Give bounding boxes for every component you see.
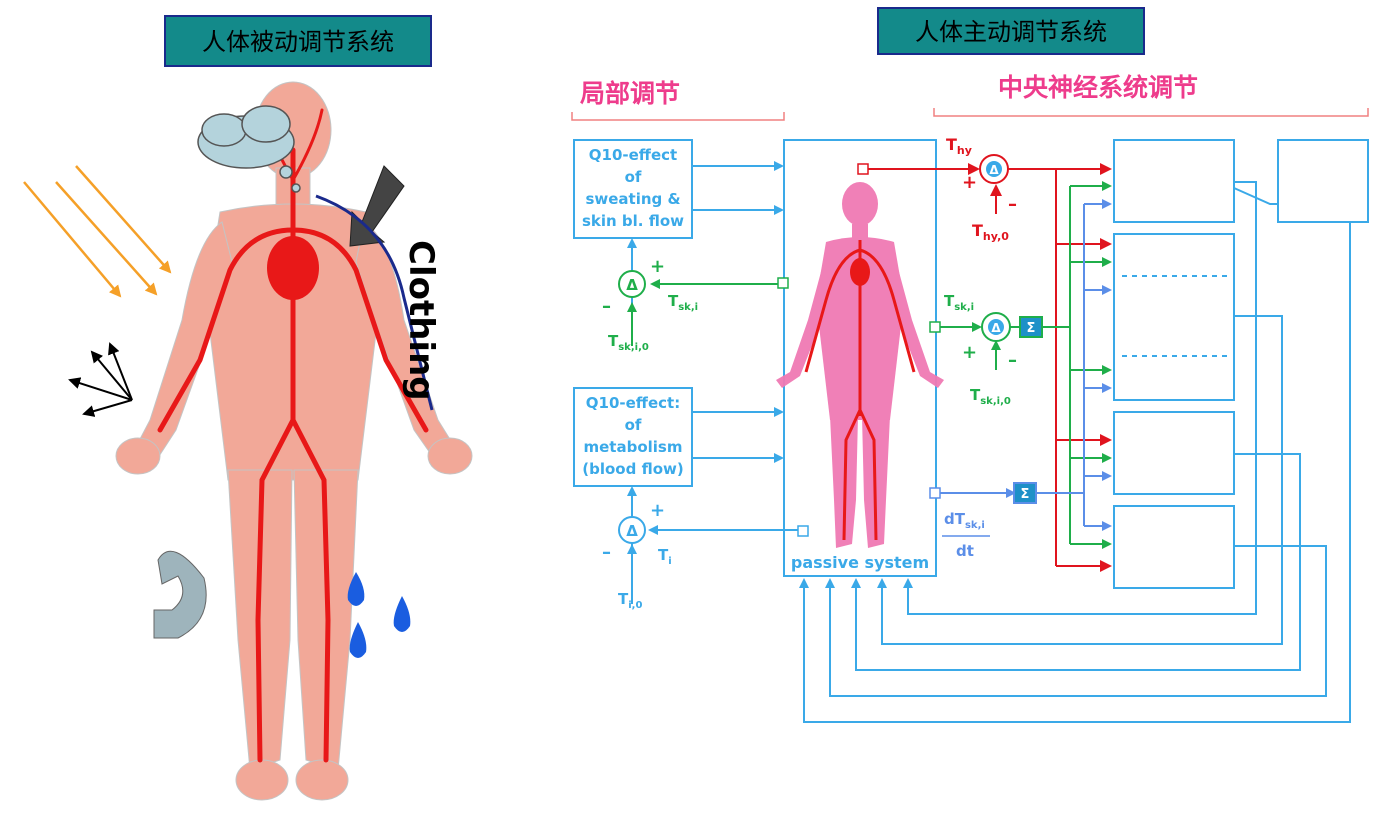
emission-arrows xyxy=(68,342,133,417)
svg-text:–: – xyxy=(602,542,611,563)
svg-text:Q10-effect: Q10-effect xyxy=(589,146,677,164)
heart-icon xyxy=(267,236,319,300)
svg-text:Δ: Δ xyxy=(626,276,638,294)
right-panel: 人体主动调节系统 局部调节 中央神经系统调节 Q10-effect of swe… xyxy=(571,7,1369,723)
cns-dotted-dividers xyxy=(1122,275,1228,357)
port-dtsk xyxy=(929,487,941,499)
svg-text:Δ: Δ xyxy=(626,522,638,540)
svg-text:–: – xyxy=(602,296,611,317)
svg-text:Σ: Σ xyxy=(1021,487,1030,502)
label-t-hy: Thy xyxy=(946,135,972,157)
local-sum-junction-top: Δ xyxy=(618,270,646,298)
cloud-icon xyxy=(197,105,301,193)
cns-green-junction: Δ xyxy=(981,312,1011,342)
local-green-feedback xyxy=(627,279,784,346)
svg-text:+: + xyxy=(650,500,665,521)
passive-system-label: passive system xyxy=(791,553,929,572)
svg-text:+: + xyxy=(962,172,977,193)
q10-metabolism-block: Q10-effect: of metabolism (blood flow) xyxy=(573,387,693,487)
right-header-text: 人体主动调节系统 xyxy=(915,18,1107,46)
label-t-hy0: Thy,0 xyxy=(972,221,1009,243)
label-t-i: Ti xyxy=(658,546,672,567)
svg-text:metabolism: metabolism xyxy=(584,438,683,456)
clothing-arrow-icon xyxy=(349,165,405,247)
right-header-box: 人体主动调节系统 xyxy=(877,7,1145,55)
svg-text:–: – xyxy=(1008,194,1017,215)
cyan-feedback-loops xyxy=(799,181,1351,723)
port-local-sk xyxy=(777,277,789,289)
cyan-signal-arrows xyxy=(627,161,800,604)
active-heart-icon xyxy=(850,258,870,286)
svg-text:+: + xyxy=(962,342,977,363)
cns-blocks xyxy=(1113,139,1369,589)
clothing-label: Clothing xyxy=(401,240,441,401)
q10-sweat-block: Q10-effect of sweating & skin bl. flow xyxy=(573,139,693,239)
active-circulation xyxy=(804,240,916,541)
label-t-sk-i: Tsk,i xyxy=(668,292,698,313)
sweat-drops-icon xyxy=(347,572,411,658)
local-bracket xyxy=(571,112,785,121)
port-tsk xyxy=(929,321,941,333)
svg-text:Δ: Δ xyxy=(991,321,1001,335)
cns-regulation-title: 中央神经系统调节 xyxy=(998,73,1198,102)
svg-text:of: of xyxy=(625,168,642,186)
svg-text:dt: dt xyxy=(956,542,974,560)
left-header-text: 人体被动调节系统 xyxy=(202,28,394,56)
svg-text:(blood flow): (blood flow) xyxy=(582,460,683,478)
green-signal-lines xyxy=(940,181,1112,549)
blue-signal-lines xyxy=(940,199,1112,531)
svg-text:skin bl. flow: skin bl. flow xyxy=(582,212,684,230)
svg-text:dTsk,i: dTsk,i xyxy=(944,510,985,531)
local-sum-junction-bottom: Δ xyxy=(618,516,646,544)
svg-text:Q10-effect:: Q10-effect: xyxy=(586,394,680,412)
label-dtsk-dt: dTsk,i dt xyxy=(942,510,990,560)
svg-text:Δ: Δ xyxy=(989,163,999,177)
local-regulation-title: 局部调节 xyxy=(580,79,680,108)
cns-red-junction: Δ xyxy=(979,154,1009,184)
label-t-sk-i0-right: Tsk,i,0 xyxy=(970,386,1011,407)
port-thy xyxy=(857,163,869,175)
blue-sigma-block: Σ xyxy=(1013,482,1037,504)
label-t-sk-i-right: Tsk,i xyxy=(944,292,974,313)
svg-text:–: – xyxy=(1008,350,1017,371)
left-panel: 人体被动调节系统 xyxy=(23,15,473,801)
clothing-line xyxy=(315,194,434,411)
svg-text:sweating &: sweating & xyxy=(585,190,680,208)
green-sigma-block: Σ xyxy=(1019,316,1043,338)
port-local-i xyxy=(797,525,809,537)
label-t-sk-i0: Tsk,i,0 xyxy=(608,332,649,353)
convection-curved-arrow-icon xyxy=(153,550,207,639)
svg-text:Σ: Σ xyxy=(1027,321,1036,336)
label-t-i0: Ti,0 xyxy=(618,590,642,611)
svg-text:+: + xyxy=(650,256,665,277)
solar-radiation-arrows xyxy=(23,165,172,298)
left-header-box: 人体被动调节系统 xyxy=(164,15,432,67)
svg-text:of: of xyxy=(625,416,642,434)
cns-bracket xyxy=(933,108,1369,117)
